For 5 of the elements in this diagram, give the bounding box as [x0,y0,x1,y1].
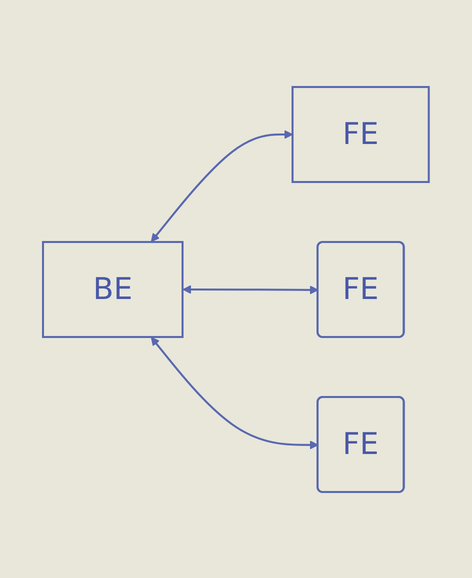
arrow [182,284,319,294]
node-box: BE [42,240,184,338]
arrow [150,336,319,449]
arrow [150,130,294,242]
node-box: FE [292,86,430,182]
